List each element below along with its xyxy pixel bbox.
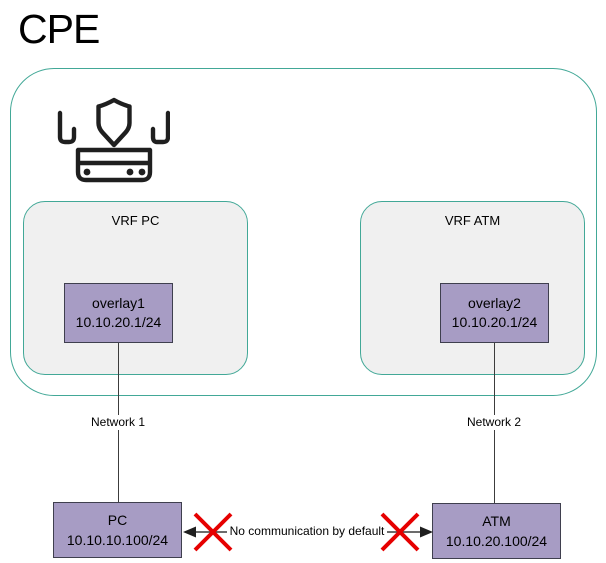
overlay1-ip: 10.10.20.1/24 bbox=[75, 314, 162, 330]
firewall-router-icon bbox=[56, 94, 171, 186]
overlay2-name: overlay2 bbox=[468, 295, 521, 311]
atm-node: ATM 10.10.20.100/24 bbox=[432, 503, 561, 559]
overlay2-ip: 10.10.20.1/24 bbox=[451, 314, 538, 330]
vrf-pc-label: VRF PC bbox=[111, 213, 160, 228]
network1-label: Network 1 bbox=[68, 415, 168, 430]
diagram-title: CPE bbox=[18, 6, 100, 52]
overlay2-node: overlay2 10.10.20.1/24 bbox=[440, 283, 549, 343]
network2-label: Network 2 bbox=[444, 415, 544, 430]
pc-name: PC bbox=[107, 512, 128, 528]
arrowhead-left bbox=[183, 526, 196, 538]
vrf-atm-label: VRF ATM bbox=[444, 213, 501, 228]
blocked-x-icon-right bbox=[380, 512, 420, 552]
overlay1-name: overlay1 bbox=[92, 295, 145, 311]
atm-name: ATM bbox=[482, 513, 511, 529]
pc-ip: 10.10.10.100/24 bbox=[66, 532, 169, 548]
blocked-x-icon-left bbox=[193, 512, 233, 552]
overlay1-node: overlay1 10.10.20.1/24 bbox=[64, 283, 173, 343]
atm-ip: 10.10.20.100/24 bbox=[445, 533, 548, 549]
no-communication-label: No communication by default bbox=[227, 524, 387, 539]
vrf-pc-box: VRF PC bbox=[23, 201, 248, 375]
arrowhead-right bbox=[420, 526, 433, 538]
pc-node: PC 10.10.10.100/24 bbox=[53, 502, 182, 558]
cpe-boundary bbox=[10, 68, 597, 396]
